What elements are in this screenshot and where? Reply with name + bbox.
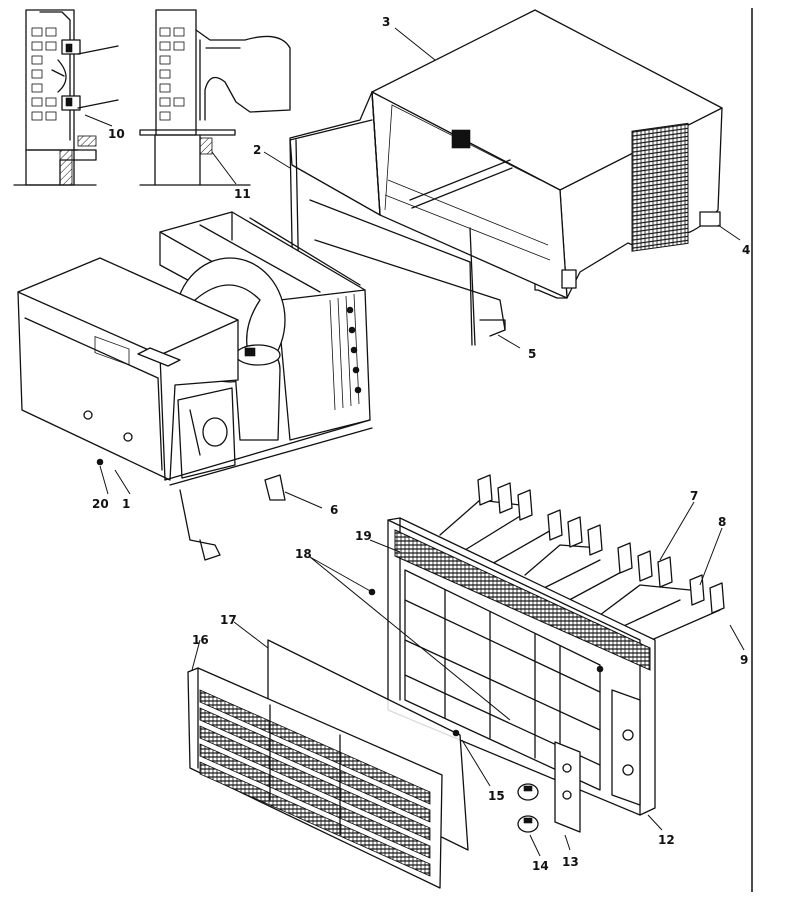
callout-15: 15 <box>488 789 505 803</box>
callout-11: 11 <box>234 187 251 201</box>
callout-10: 10 <box>108 127 125 141</box>
cabinet-outer-case <box>371 9 723 299</box>
control-knobs <box>517 783 539 833</box>
callout-4: 4 <box>742 243 750 257</box>
screws <box>96 458 604 737</box>
callout-17: 17 <box>220 613 237 627</box>
callout-5: 5 <box>528 347 536 361</box>
callout-12: 12 <box>658 833 675 847</box>
callout-13: 13 <box>562 855 579 869</box>
callout-6: 6 <box>330 503 338 517</box>
callout-7: 7 <box>690 489 698 503</box>
detail-10-drawing <box>13 9 119 186</box>
chassis-assembly <box>17 211 373 561</box>
detail-11-drawing <box>139 9 291 186</box>
callout-1: 1 <box>122 497 130 511</box>
callout-18: 18 <box>295 547 312 561</box>
callout-16: 16 <box>192 633 209 647</box>
front-frame-assembly <box>387 474 725 816</box>
callout-2: 2 <box>253 143 261 157</box>
callout-20: 20 <box>92 497 109 511</box>
callout-3: 3 <box>382 15 390 29</box>
callout-8: 8 <box>718 515 726 529</box>
callout-19: 19 <box>355 529 372 543</box>
leader-lines <box>84 27 745 857</box>
front-grille-panel <box>187 667 443 889</box>
callout-9: 9 <box>740 653 748 667</box>
callout-14: 14 <box>532 859 549 873</box>
control-escutcheon <box>554 741 581 833</box>
